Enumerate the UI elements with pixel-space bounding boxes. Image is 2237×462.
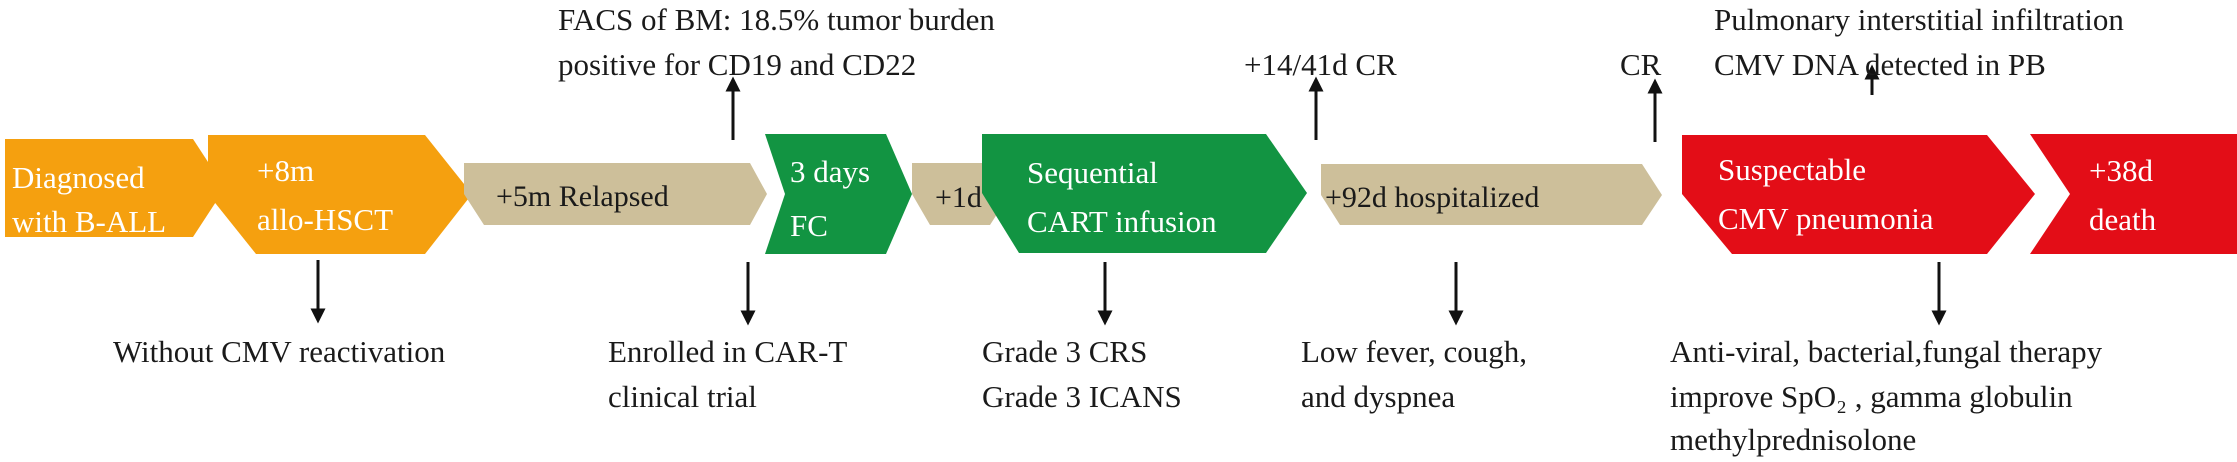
note-below-fever-line: Low fever, cough,	[1301, 334, 1527, 369]
annotation-arrows	[310, 64, 1947, 326]
note-above-pulmonary-line: CMV DNA detected in PB	[1714, 47, 2046, 82]
note-below-fever: Low fever, cough, and dyspnea	[1301, 334, 1527, 414]
stage-cart-arrow-shape	[982, 134, 1307, 253]
stage-diagnosed-label: Diagnosed	[12, 160, 145, 195]
annotation-labels: FACS of BM: 18.5% tumor burden positive f…	[113, 2, 2124, 457]
stage-diagnosed-label: with B-ALL	[12, 204, 166, 239]
stage-hsct-label: +8m	[257, 153, 314, 188]
timeline-shapes: Diagnosed with B-ALL +8m allo-HSCT +5m Relap…	[5, 134, 2237, 254]
note-below-no-cmv: Without CMV reactivation	[113, 334, 446, 369]
note-below-enrolled: Enrolled in CAR-T clinical trial	[608, 334, 847, 414]
stage-hospitalized: +92d hospitalized	[1321, 164, 1662, 225]
stage-death-label: +38d	[2089, 153, 2153, 188]
note-below-grade: Grade 3 CRS Grade 3 ICANS	[982, 334, 1182, 414]
stage-death-label: death	[2089, 202, 2157, 237]
stage-hospitalized-label: +92d hospitalized	[1325, 181, 1539, 214]
note-below-grade-line: Grade 3 ICANS	[982, 379, 1182, 414]
stage-death-arrow-shape	[2030, 134, 2237, 254]
stage-fc-label: FC	[790, 208, 828, 243]
stage-cmv-arrow-shape	[1682, 135, 2035, 254]
stage-relapsed-arrow-shape	[464, 163, 767, 225]
note-above-cr1-line: +14/41d CR	[1244, 47, 1397, 82]
note-below-grade-line: Grade 3 CRS	[982, 334, 1147, 369]
note-below-no-cmv-line: Without CMV reactivation	[113, 334, 446, 369]
stage-diagnosed-arrow-shape	[5, 139, 225, 237]
stage-hsct: +8m allo-HSCT	[208, 135, 472, 254]
stage-plus1d-label: +1d	[935, 181, 982, 214]
note-below-therapy-line: methylprednisolone	[1670, 422, 1916, 457]
note-below-therapy: Anti-viral, bacterial,fungal therapy impr…	[1670, 334, 2103, 457]
stage-cmv-label: CMV pneumonia	[1718, 201, 1934, 236]
stage-hsct-label: allo-HSCT	[257, 202, 393, 237]
note-above-facs-line: FACS of BM: 18.5% tumor burden	[558, 2, 995, 37]
stage-cart-label: Sequential	[1027, 155, 1158, 190]
note-above-cr1: +14/41d CR	[1244, 47, 1397, 82]
note-below-fever-line: and dyspnea	[1301, 379, 1455, 414]
stage-death: +38d death	[2030, 134, 2237, 254]
note-below-enrolled-line: Enrolled in CAR-T	[608, 334, 847, 369]
note-above-facs-line: positive for CD19 and CD22	[558, 47, 916, 82]
note-above-pulmonary-line: Pulmonary interstitial infiltration	[1714, 2, 2124, 37]
stage-cart-label: CART infusion	[1027, 204, 1217, 239]
note-above-cr2: CR	[1620, 47, 1662, 82]
stage-diagnosed: Diagnosed with B-ALL	[5, 139, 225, 239]
note-above-cr2-line: CR	[1620, 47, 1662, 82]
stage-hsct-arrow-shape	[208, 135, 472, 254]
stage-relapsed-label: +5m Relapsed	[496, 180, 669, 213]
note-below-enrolled-line: clinical trial	[608, 379, 757, 414]
stage-hospitalized-arrow-shape	[1321, 164, 1662, 225]
note-below-therapy-line: improve SpO₂ , gamma globulin	[1670, 379, 2073, 414]
stage-relapsed: +5m Relapsed	[464, 163, 767, 225]
note-above-facs: FACS of BM: 18.5% tumor burden positive f…	[558, 2, 995, 82]
note-below-therapy-line: Anti-viral, bacterial,fungal therapy	[1670, 334, 2103, 369]
stage-fc-arrow-shape	[765, 134, 912, 254]
stage-cmv-label: Suspectable	[1718, 152, 1866, 187]
stage-fc-label: 3 days	[790, 154, 870, 189]
